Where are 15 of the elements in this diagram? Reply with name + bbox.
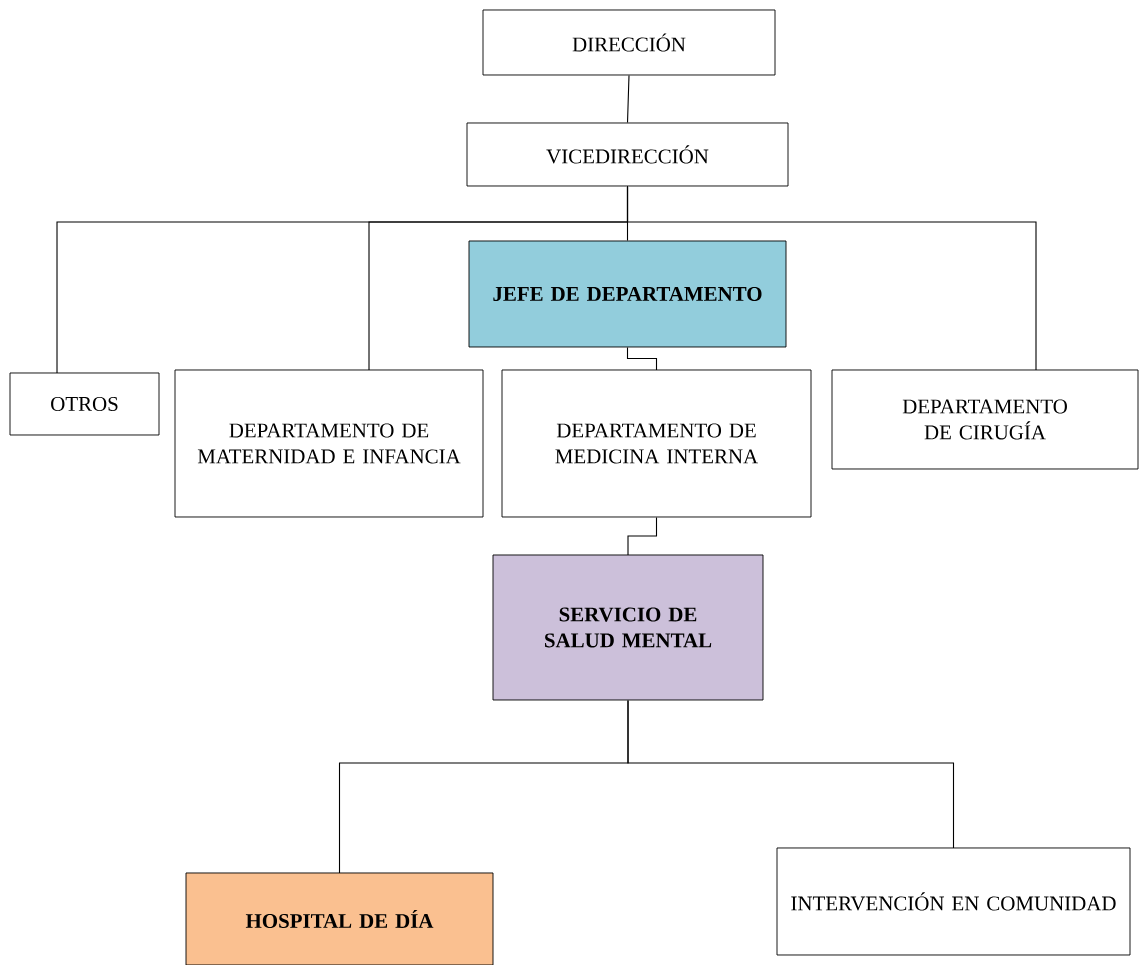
box: DEPARTAMENTO DE MATERNIDAD E INFANCIA bbox=[174, 369, 484, 518]
box: DIRECCIÓN bbox=[482, 9, 776, 76]
highlighted-box: JEFE DE DEPARTAMENTO bbox=[468, 240, 787, 348]
highlighted-box: SERVICIO DE SALUD MENTAL bbox=[492, 554, 764, 701]
connector-line bbox=[626, 185, 1037, 371]
box: INTERVENCIÓN EN COMUNIDAD bbox=[776, 847, 1131, 956]
box: OTROS bbox=[9, 372, 160, 436]
connector-line bbox=[627, 699, 955, 849]
box: VICEDIRECCIÓN bbox=[466, 122, 789, 187]
connector-line bbox=[626, 74, 630, 124]
highlighted-box: HOSPITAL DE DÍA bbox=[185, 872, 494, 965]
connector-line bbox=[627, 516, 658, 556]
box: DEPARTAMENTO DE CIRUGÍA bbox=[831, 369, 1139, 470]
box: DEPARTAMENTO DE MEDICINA INTERNA bbox=[501, 369, 812, 518]
connector-line bbox=[626, 346, 658, 371]
